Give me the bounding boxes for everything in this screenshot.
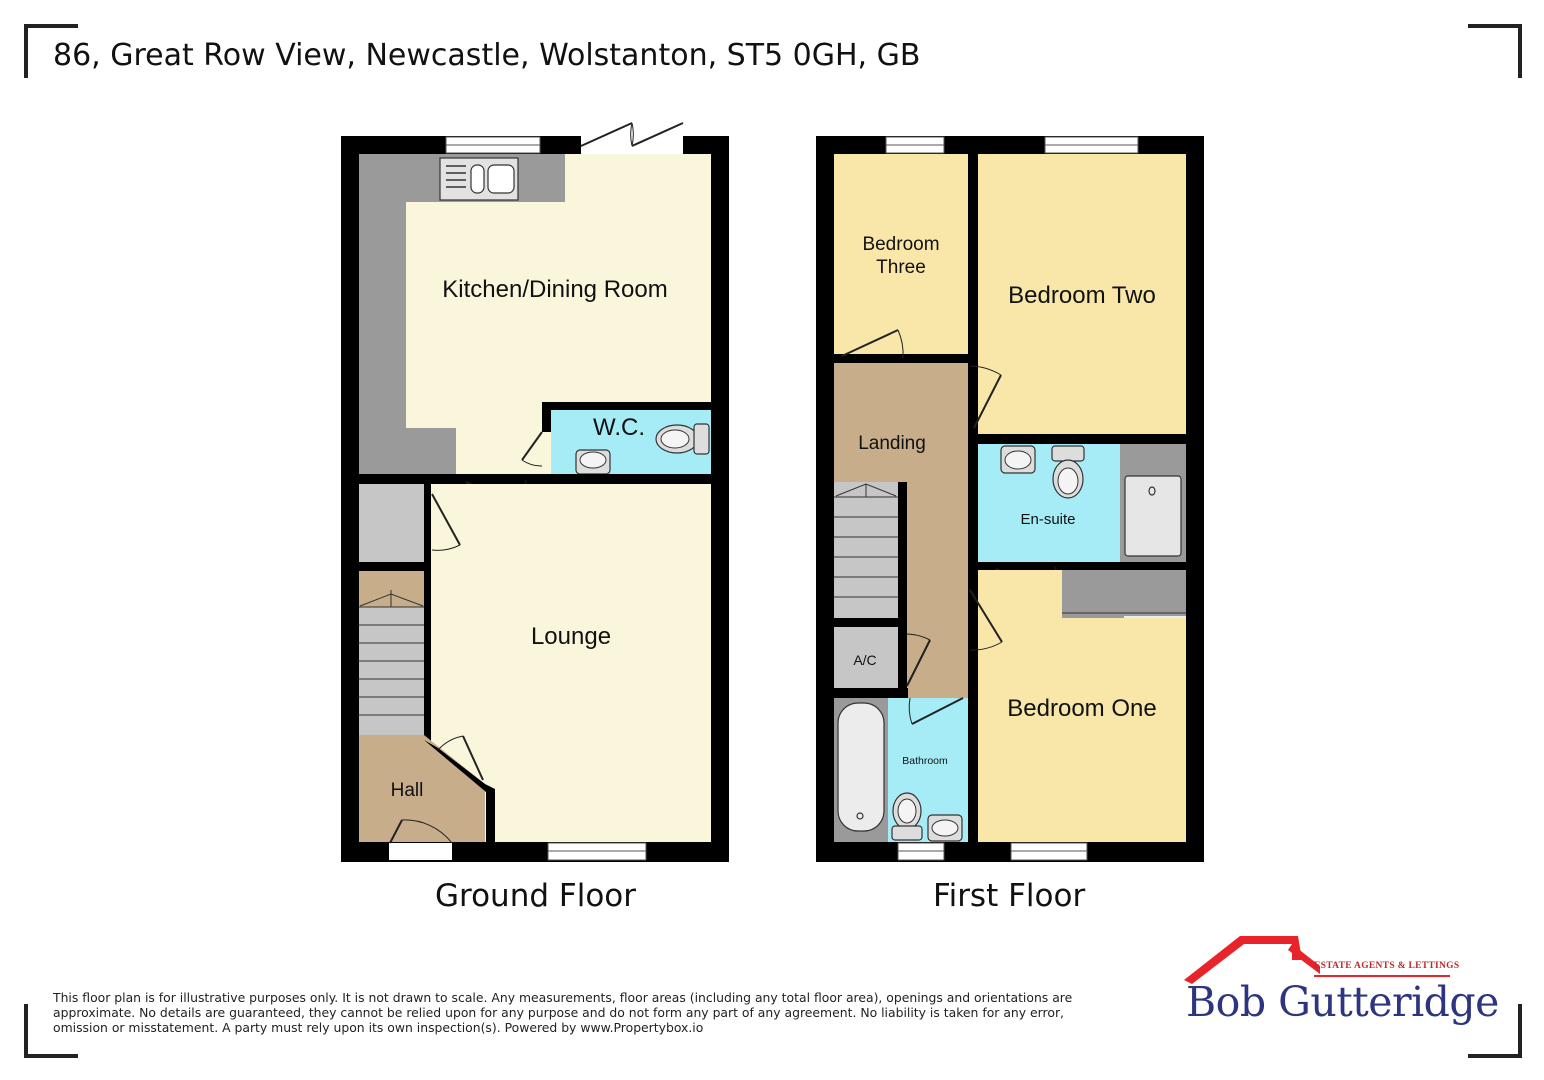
agency-logo: ESTATE AGENTS & LETTINGS Bob Gutteridge <box>1180 930 1499 1035</box>
toilet-icon <box>1051 445 1085 499</box>
disclaimer-text: This floor plan is for illustrative purp… <box>53 990 1073 1035</box>
kitchen-worktop <box>359 154 565 474</box>
frame-corner-top-right <box>1468 24 1522 78</box>
frame-corner-top-left <box>24 24 78 78</box>
window-bedroom-two <box>1044 136 1139 154</box>
bedroom-two <box>978 154 1186 434</box>
en-suite <box>978 444 1120 562</box>
ground-floor-title: Ground Floor <box>435 878 637 914</box>
logo-name: Bob Gutteridge <box>1186 978 1499 1026</box>
window-bathroom <box>897 842 945 861</box>
label-hall: Hall <box>391 780 424 801</box>
frame-corner-bottom-left <box>24 1004 78 1058</box>
under-stairs-storage <box>359 484 424 562</box>
label-kitchen-dining: Kitchen/Dining Room <box>442 276 667 303</box>
door-bedroom-two <box>969 365 1002 429</box>
sink-icon <box>439 157 519 201</box>
door-bedroom-one <box>969 589 1003 651</box>
window-bedroom-one <box>1010 842 1088 861</box>
door-airing-cupboard <box>906 633 931 687</box>
front-door <box>389 819 453 860</box>
toilet-icon <box>655 423 710 455</box>
label-landing: Landing <box>858 433 926 454</box>
staircase-ground <box>359 571 424 735</box>
property-address: 86, Great Row View, Newcastle, Wolstanto… <box>53 38 921 73</box>
airing-cupboard <box>834 627 898 688</box>
door-bathroom <box>908 697 964 725</box>
house-roof-icon <box>1184 936 1450 984</box>
first-floor-plan: Bedroom Three Bedroom Two Landing En-sui… <box>816 136 1204 862</box>
label-bedroom-two: Bedroom Two <box>1008 282 1156 309</box>
label-en-suite: En-suite <box>1020 511 1075 528</box>
window-bedroom-three <box>885 136 945 154</box>
window-lounge <box>547 842 647 861</box>
ground-floor-plan: Kitchen/Dining Room W.C. Lounge Hall <box>341 122 729 862</box>
wc-wall <box>542 402 711 410</box>
door-bedroom-three <box>841 329 904 359</box>
door-lounge <box>437 735 484 781</box>
basin-icon <box>575 449 611 475</box>
bath-icon <box>834 698 888 842</box>
window-kitchen <box>445 136 541 154</box>
bedroom-three <box>834 154 968 354</box>
first-floor-title: First Floor <box>933 878 1086 914</box>
door-storage <box>431 493 461 551</box>
frame-corner-bottom-right <box>1468 1004 1522 1058</box>
wardrobe <box>1062 570 1186 618</box>
label-bathroom: Bathroom <box>902 755 948 767</box>
door-wc <box>521 431 543 467</box>
logo-tagline: ESTATE AGENTS & LETTINGS <box>1314 961 1460 971</box>
label-airing-cupboard: A/C <box>853 652 876 668</box>
staircase-first <box>834 482 898 618</box>
label-bedroom-three-line2: Three <box>876 257 926 278</box>
label-wc: W.C. <box>593 414 645 441</box>
toilet-icon <box>891 792 923 841</box>
label-bedroom-one: Bedroom One <box>1007 695 1156 722</box>
basin-icon <box>927 814 963 842</box>
label-bedroom-three-line1: Bedroom <box>862 234 939 255</box>
basin-icon <box>1000 445 1036 474</box>
french-doors-icon <box>580 122 684 154</box>
label-lounge: Lounge <box>531 623 611 650</box>
shower-icon <box>1120 444 1186 562</box>
